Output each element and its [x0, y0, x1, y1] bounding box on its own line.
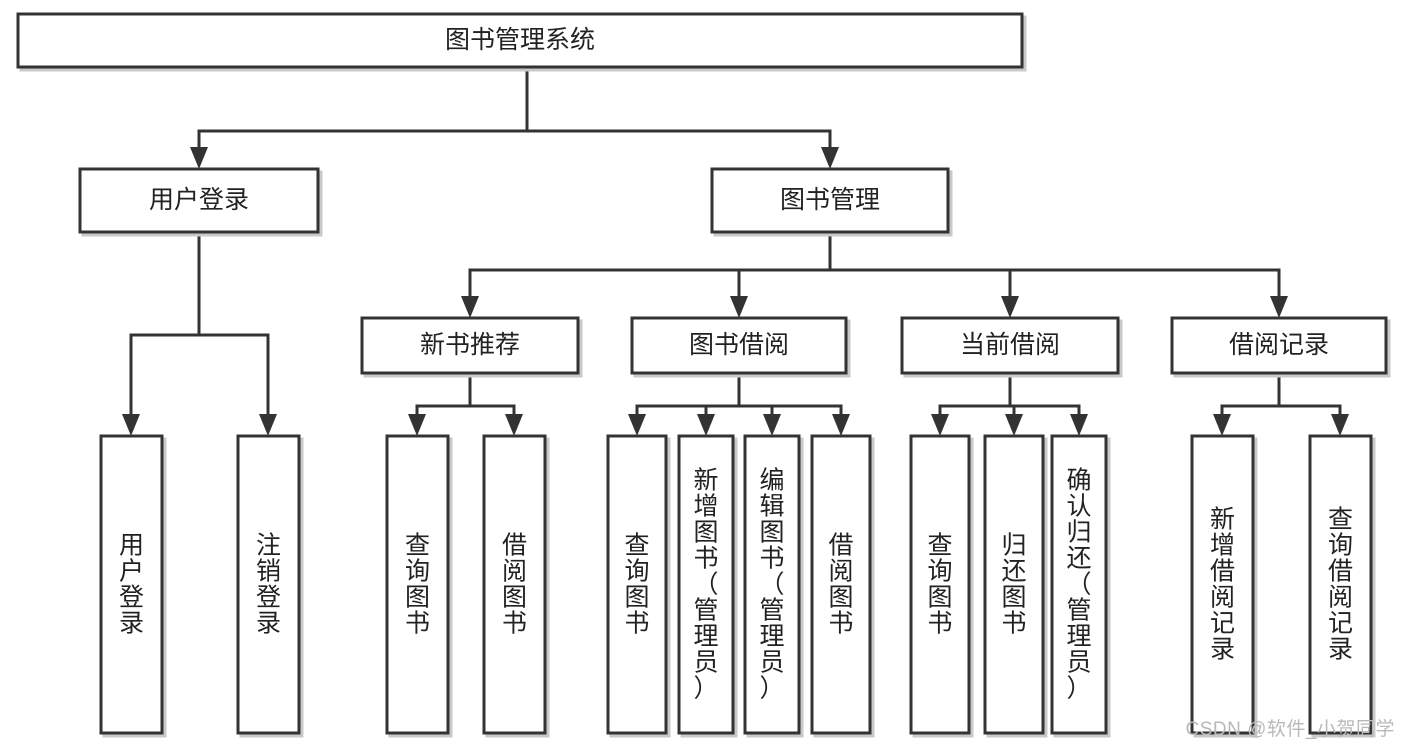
- node-box[interactable]: [482, 434, 547, 735]
- node-leaf-logout[interactable]: 注销登录: [236, 434, 304, 738]
- node-label: 图书管理: [780, 186, 880, 214]
- node-label: 用户登录: [149, 186, 249, 214]
- node-box[interactable]: [1170, 316, 1388, 375]
- node-box[interactable]: [1190, 434, 1255, 735]
- arrow-head-icon: [461, 296, 479, 318]
- node-label: 注销登录: [256, 532, 281, 638]
- node-label: 借阅图书: [828, 532, 853, 638]
- node-box[interactable]: [16, 12, 1024, 69]
- node-box[interactable]: [99, 434, 164, 735]
- node-current-borrow[interactable]: 当前借阅: [900, 316, 1123, 378]
- arrow-head-icon: [408, 414, 426, 436]
- node-label: 用户登录: [119, 532, 144, 638]
- node-label: 查询图书: [405, 532, 430, 638]
- node-label: 当前借阅: [960, 331, 1060, 359]
- node-box[interactable]: [743, 434, 801, 735]
- node-box[interactable]: [236, 434, 301, 735]
- arrow-head-icon: [190, 147, 208, 169]
- node-root[interactable]: 图书管理系统: [16, 12, 1027, 72]
- node-label: 查询图书: [927, 532, 952, 638]
- arrow-head-icon: [931, 414, 949, 436]
- node-box[interactable]: [900, 316, 1120, 375]
- node-book-borrow[interactable]: 图书借阅: [630, 316, 851, 378]
- node-box[interactable]: [810, 434, 872, 735]
- node-box[interactable]: [385, 434, 450, 735]
- arrow-head-icon: [1005, 414, 1023, 436]
- node-box[interactable]: [983, 434, 1045, 735]
- node-leaf-borrow-book-1[interactable]: 借阅图书: [482, 434, 550, 738]
- node-box[interactable]: [630, 316, 848, 375]
- node-leaf-add-book[interactable]: 新增图书（管理员）: [677, 434, 738, 738]
- node-label: 借阅记录: [1229, 331, 1329, 359]
- node-box[interactable]: [78, 167, 320, 234]
- arrow-head-icon: [730, 296, 748, 318]
- node-borrow-record[interactable]: 借阅记录: [1170, 316, 1391, 378]
- node-label: 新增图书（管理员）: [693, 467, 718, 703]
- arrow-head-icon: [1270, 296, 1288, 318]
- node-box[interactable]: [606, 434, 668, 735]
- arrow-head-icon: [122, 414, 140, 436]
- node-leaf-query-book-2[interactable]: 查询图书: [606, 434, 671, 738]
- arrow-head-icon: [1213, 414, 1231, 436]
- arrow-head-icon: [259, 414, 277, 436]
- arrow-head-icon: [1070, 414, 1088, 436]
- arrow-head-icon: [821, 147, 839, 169]
- node-label: 新增借阅记录: [1210, 506, 1235, 664]
- node-label: 图书管理系统: [445, 26, 595, 54]
- arrow-head-icon: [832, 414, 850, 436]
- node-leaf-query-book-1[interactable]: 查询图书: [385, 434, 453, 738]
- node-label: 编辑图书（管理员）: [759, 467, 784, 703]
- arrow-head-icon: [1331, 414, 1349, 436]
- node-label: 归还图书: [1001, 532, 1026, 638]
- node-new-book-rec[interactable]: 新书推荐: [360, 316, 583, 378]
- node-label: 借阅图书: [502, 532, 527, 638]
- node-label: 图书借阅: [689, 331, 789, 359]
- arrow-head-icon: [1001, 296, 1019, 318]
- node-leaf-confirm-return[interactable]: 确认归还（管理员）: [1050, 434, 1111, 738]
- node-book-manage[interactable]: 图书管理: [710, 167, 953, 237]
- node-box[interactable]: [360, 316, 580, 375]
- arrow-head-icon: [763, 414, 781, 436]
- arrow-head-icon: [697, 414, 715, 436]
- node-leaf-return-book[interactable]: 归还图书: [983, 434, 1048, 738]
- node-leaf-user-login[interactable]: 用户登录: [99, 434, 167, 738]
- node-layer: 图书管理系统用户登录图书管理新书推荐图书借阅当前借阅借阅记录用户登录注销登录查询…: [16, 12, 1391, 738]
- node-user-login[interactable]: 用户登录: [78, 167, 323, 237]
- node-box[interactable]: [909, 434, 971, 735]
- node-leaf-add-record[interactable]: 新增借阅记录: [1190, 434, 1258, 738]
- node-label: 确认归还（管理员）: [1066, 467, 1091, 703]
- node-leaf-query-book-3[interactable]: 查询图书: [909, 434, 974, 738]
- node-box[interactable]: [1050, 434, 1108, 735]
- node-box[interactable]: [1308, 434, 1373, 735]
- node-leaf-edit-book[interactable]: 编辑图书（管理员）: [743, 434, 804, 738]
- node-box[interactable]: [710, 167, 950, 234]
- node-label: 查询图书: [624, 532, 649, 638]
- node-label: 新书推荐: [420, 331, 520, 359]
- arrow-head-icon: [505, 414, 523, 436]
- node-label: 查询借阅记录: [1328, 506, 1353, 664]
- node-leaf-query-record[interactable]: 查询借阅记录: [1308, 434, 1376, 738]
- arrow-head-icon: [628, 414, 646, 436]
- node-box[interactable]: [677, 434, 735, 735]
- connector-layer: [122, 65, 1349, 436]
- node-leaf-borrow-book-2[interactable]: 借阅图书: [810, 434, 875, 738]
